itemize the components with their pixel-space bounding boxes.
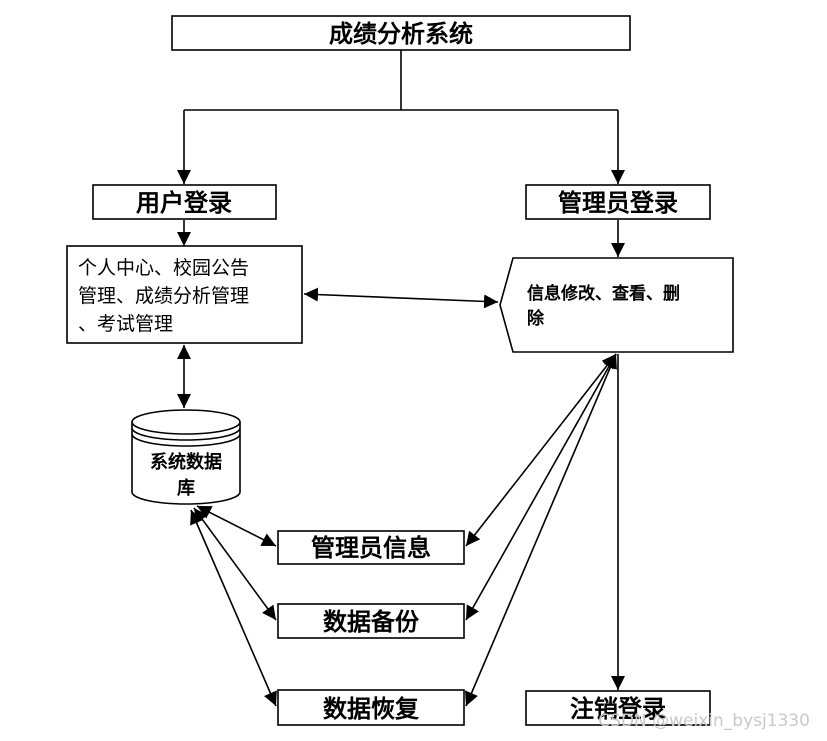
admin-info-label: 管理员信息 [311,533,431,562]
data-restore-label: 数据恢复 [323,694,420,723]
user-functions-line-3: 、考试管理 [78,313,173,335]
title-label: 成绩分析系统 [329,19,473,48]
admin-login-node: 管理员登录 [525,184,711,220]
user-functions-line-2: 管理、成绩分析管理 [78,285,249,307]
arrow-admin-to-admin-info [465,353,617,547]
user-functions-node: 个人中心、校园公告 管理、成绩分析管理 、考试管理 [66,245,303,344]
database-node: 系统数据 库 [131,409,241,505]
arrow-functions-bidirectional [303,287,499,309]
watermark: CSDN @weixin_bysj1330 [598,711,810,731]
logout-node: 注销登录 [525,690,711,726]
arrow-admin-to-restore [465,353,617,707]
database-line-2: 库 [177,477,195,499]
arrow-admin-to-backup [465,353,617,621]
user-login-label: 用户登录 [136,188,232,217]
data-restore-node: 数据恢复 [277,689,465,726]
admin-functions-line-1: 信息修改、查看、删 [527,283,680,304]
arrow-db-restore [190,509,277,707]
admin-login-label: 管理员登录 [558,188,678,217]
title-node: 成绩分析系统 [171,15,631,51]
user-login-node: 用户登录 [92,184,277,220]
admin-functions-line-2: 除 [527,308,545,329]
logout-label: 注销登录 [570,694,666,723]
connectors [177,50,625,707]
admin-functions-node: 信息修改、查看、删 除 [499,257,734,353]
user-functions-line-1: 个人中心、校园公告 [78,257,249,279]
data-backup-label: 数据备份 [323,607,420,636]
database-line-1: 系统数据 [150,451,222,473]
data-backup-node: 数据备份 [277,603,465,639]
admin-info-node: 管理员信息 [277,530,465,565]
arrow-db-admin-info [196,505,277,547]
